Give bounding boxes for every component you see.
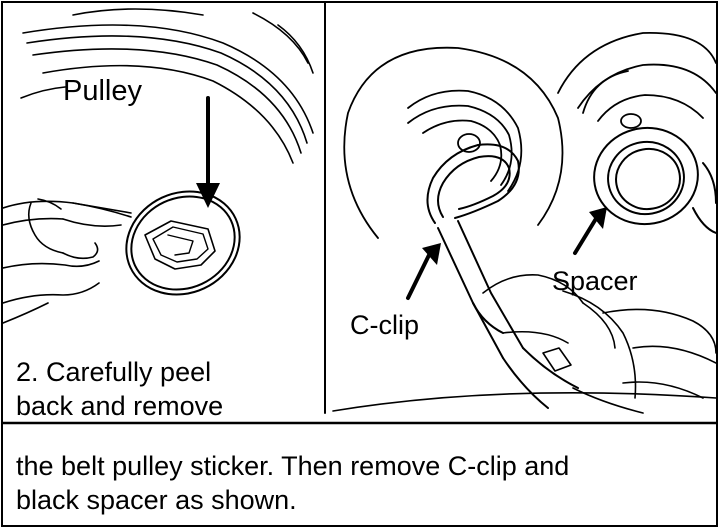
secondary-pulley-drawing (558, 33, 716, 128)
spacer-ring-drawing (586, 120, 716, 233)
surface-arc (333, 393, 716, 411)
pulley-label: Pulley (63, 77, 142, 106)
step-line: 2. Carefully peel (16, 355, 223, 389)
spacer-label: Spacer (552, 268, 638, 295)
c-clip-arrow (408, 243, 441, 298)
step-instruction: 2. Carefully peel back and remove (16, 355, 223, 423)
large-pulley-drawing (344, 48, 562, 238)
step-line: back and remove (16, 389, 223, 423)
sticker-logo (109, 173, 256, 313)
spacer-arrow (575, 207, 607, 253)
caption-line: black spacer as shown. (16, 483, 706, 517)
c-clip-label: C-clip (350, 312, 419, 339)
caption: the belt pulley sticker. Then remove C-c… (16, 449, 706, 517)
caption-line: the belt pulley sticker. Then remove C-c… (16, 449, 706, 483)
peeling-hand-drawing (3, 199, 131, 323)
